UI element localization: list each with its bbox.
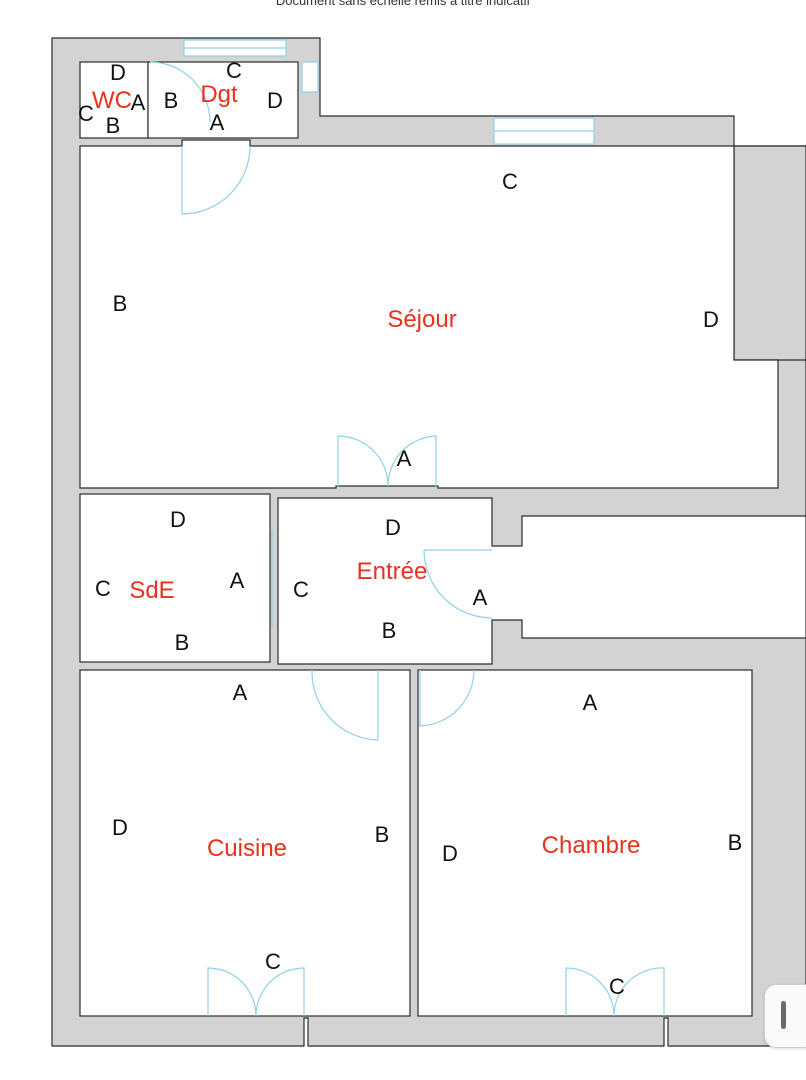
label-sejour: Séjour bbox=[387, 306, 456, 333]
sde-wall-d: D bbox=[170, 507, 186, 532]
sde-wall-b: B bbox=[175, 630, 190, 655]
sejour-wall-b: B bbox=[113, 291, 128, 316]
cuisine-wall-d: D bbox=[112, 815, 128, 840]
sejour-wall-d: D bbox=[703, 307, 719, 332]
room-entree bbox=[277, 497, 806, 665]
door-sejour bbox=[337, 435, 437, 488]
room-wc bbox=[79, 61, 149, 139]
door-cuisine-bottom bbox=[207, 967, 305, 1017]
grip-icon bbox=[781, 1001, 786, 1029]
door-wc bbox=[149, 61, 211, 123]
dgt-wall-d: D bbox=[267, 88, 283, 113]
entree-wall-d: D bbox=[385, 515, 401, 540]
door-entree-east bbox=[423, 549, 493, 619]
label-wc: WC bbox=[92, 87, 132, 114]
cuisine-wall-b: B bbox=[375, 822, 390, 847]
cuisine-wall-a: A bbox=[233, 680, 248, 705]
label-sde: SdE bbox=[129, 577, 174, 604]
room-chambre bbox=[417, 669, 753, 1017]
door-dgt bbox=[181, 145, 251, 215]
dgt-wall-a: A bbox=[210, 110, 225, 135]
sejour-wall-c: C bbox=[502, 169, 518, 194]
label-cuisine: Cuisine bbox=[207, 835, 287, 862]
label-entree: Entrée bbox=[357, 558, 428, 585]
scroll-handle[interactable] bbox=[764, 984, 806, 1048]
room-cuisine bbox=[79, 669, 411, 1017]
dgt-wall-b: B bbox=[164, 88, 179, 113]
chambre-wall-c: C bbox=[609, 974, 625, 999]
wc-wall-c: C bbox=[78, 101, 94, 126]
wc-wall-d: D bbox=[110, 60, 126, 85]
chambre-wall-b: B bbox=[728, 830, 743, 855]
chambre-wall-a: A bbox=[583, 690, 598, 715]
door-chambre bbox=[419, 669, 475, 727]
room-sejour bbox=[79, 139, 779, 489]
label-chambre: Chambre bbox=[542, 832, 641, 859]
door-chambre-bottom bbox=[565, 967, 665, 1017]
chambre-wall-d: D bbox=[442, 841, 458, 866]
window-dgt-right bbox=[301, 61, 319, 93]
east-wall bbox=[733, 145, 806, 361]
label-dgt: Dgt bbox=[200, 81, 238, 108]
sde-wall-c: C bbox=[95, 576, 111, 601]
sde-wall-a: A bbox=[230, 568, 245, 593]
room-dgt bbox=[147, 61, 299, 139]
wc-wall-b: B bbox=[106, 113, 121, 138]
door-cuisine bbox=[311, 669, 379, 741]
sejour-wall-a: A bbox=[397, 446, 412, 471]
entree-wall-b: B bbox=[382, 618, 397, 643]
room-sde bbox=[79, 493, 271, 663]
cuisine-wall-c: C bbox=[265, 949, 281, 974]
dgt-wall-c: C bbox=[226, 58, 242, 83]
entree-wall-c: C bbox=[293, 577, 309, 602]
plan-caption: Document sans échelle remis à titre indi… bbox=[275, 0, 531, 8]
entree-wall-a: A bbox=[473, 585, 488, 610]
wc-wall-a: A bbox=[131, 90, 146, 115]
